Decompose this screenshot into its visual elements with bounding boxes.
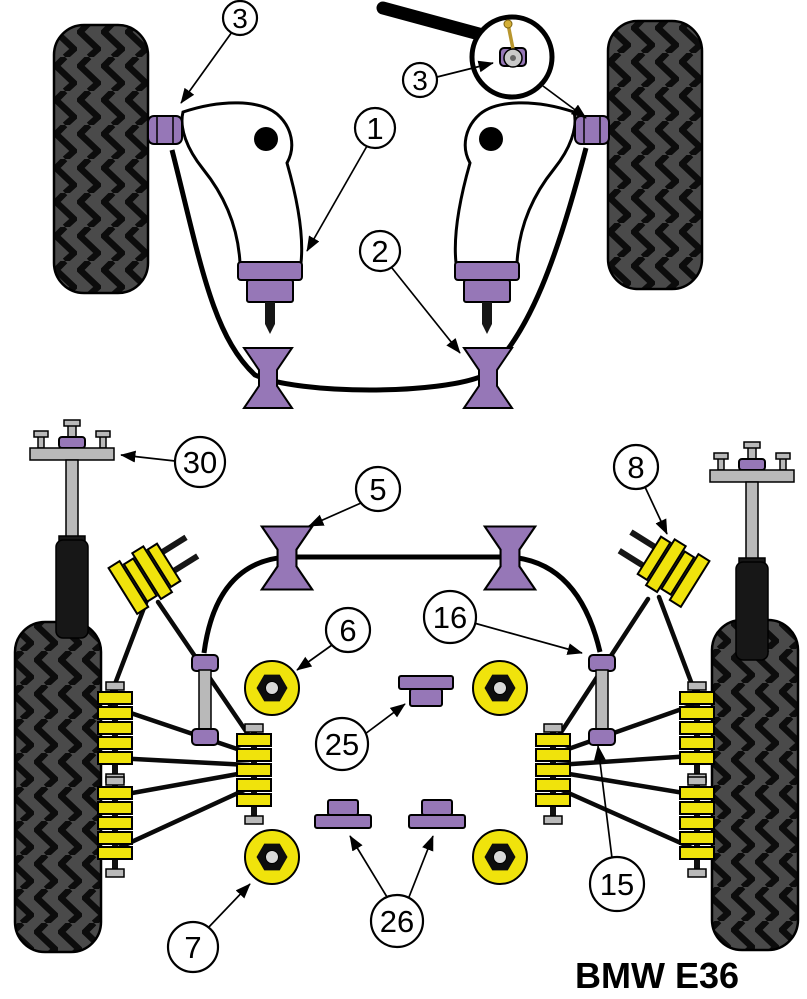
callout-5-label: 5	[369, 472, 386, 507]
magnifier-pointer-arrow	[542, 85, 587, 119]
callout-3-magnifier: 3	[401, 61, 439, 99]
callout-3-top-label: 3	[232, 3, 248, 34]
rear-right-tire	[710, 618, 800, 952]
callout-15-label: 15	[600, 867, 634, 902]
callout-25-label: 25	[325, 727, 359, 762]
rear-outer-bushing-stack-left-lower	[98, 777, 132, 877]
arrow-25	[364, 703, 406, 735]
diff-mount-bracket	[398, 675, 454, 707]
callout-16-label: 16	[433, 600, 467, 635]
callout-26: 26	[369, 893, 425, 949]
front-left-control-arm	[147, 101, 304, 335]
rear-drop-link-left	[191, 654, 219, 746]
callout-26-label: 26	[380, 904, 414, 939]
callout-3-top: 3	[221, 0, 259, 37]
arrow-1	[306, 145, 368, 252]
front-arm-bushing-right	[574, 115, 610, 145]
subframe-bushing-front-left	[244, 660, 300, 716]
callout-30-label: 30	[183, 445, 217, 480]
subframe-bushing-rear-right	[472, 829, 528, 885]
leader-arrows	[120, 31, 668, 930]
callout-7-label: 7	[184, 930, 201, 965]
callout-2: 2	[358, 229, 402, 273]
callout-7: 7	[166, 920, 220, 974]
callout-2-label: 2	[371, 234, 388, 269]
magnifier-handle	[376, 1, 486, 41]
arrow-2	[391, 267, 461, 354]
front-arb-bushing-left	[243, 347, 293, 409]
callout-15: 15	[588, 855, 646, 913]
front-right-control-arm	[453, 101, 610, 335]
rear-drop-link-right	[588, 654, 616, 746]
callout-30: 30	[173, 435, 227, 489]
rear-inner-pivot-stack-left	[237, 724, 271, 824]
callout-8-label: 8	[627, 450, 644, 485]
mount-bracket-right	[408, 799, 466, 829]
rear-outer-bushing-stack-right-upper	[680, 682, 714, 782]
front-arm-rear-mount-right	[454, 261, 520, 335]
front-right-tire	[606, 19, 704, 291]
arrow-5	[308, 502, 362, 527]
magnifier-icon	[376, 1, 555, 100]
mount-bracket-left	[314, 799, 372, 829]
arrow-6	[296, 644, 333, 671]
front-arm-bushing-left	[147, 115, 183, 145]
rear-outer-bushing-stack-right-lower	[680, 777, 714, 877]
arrow-15	[593, 745, 613, 859]
front-anti-roll-bar	[169, 147, 589, 393]
arrow-3-magnifier	[436, 60, 494, 78]
callout-16: 16	[422, 589, 478, 645]
front-arm-rear-mount-left	[237, 261, 303, 335]
diagram-title: BMW E36	[575, 955, 739, 996]
front-left-tire	[52, 23, 150, 295]
callout-8: 8	[612, 443, 660, 491]
callout-3-magnifier-label: 3	[412, 65, 428, 96]
arrow-30	[120, 450, 176, 463]
rear-left-trailing-arm-links	[107, 597, 255, 853]
arrow-26-right	[408, 835, 434, 898]
arrow-26-left	[349, 835, 388, 898]
rear-anti-roll-bar	[201, 554, 603, 654]
callout-1-label: 1	[366, 111, 383, 146]
arrow-8	[644, 486, 668, 535]
magnified-pin-head	[503, 19, 513, 29]
trailing-arm-front-bush-right	[610, 516, 711, 608]
rear-outer-bushing-stack-left-upper	[98, 682, 132, 782]
control-arm-body	[180, 101, 304, 265]
callout-6-label: 6	[339, 613, 356, 648]
arrow-3-top	[180, 31, 233, 104]
callout-6: 6	[324, 606, 372, 654]
arrow-16	[473, 622, 583, 655]
callout-1: 1	[353, 106, 397, 150]
rear-right-trailing-arm-links	[552, 594, 699, 851]
rear-left-shock-absorber	[29, 419, 115, 639]
callout-25: 25	[314, 716, 370, 772]
subframe-bushing-front-right	[472, 660, 528, 716]
rear-inner-pivot-stack-right	[536, 724, 570, 824]
magnified-washer-hole	[510, 55, 516, 61]
subframe-bushing-rear-left	[244, 829, 300, 885]
arrow-7	[206, 883, 251, 930]
rear-left-tire	[13, 620, 103, 954]
callout-5: 5	[354, 465, 402, 513]
